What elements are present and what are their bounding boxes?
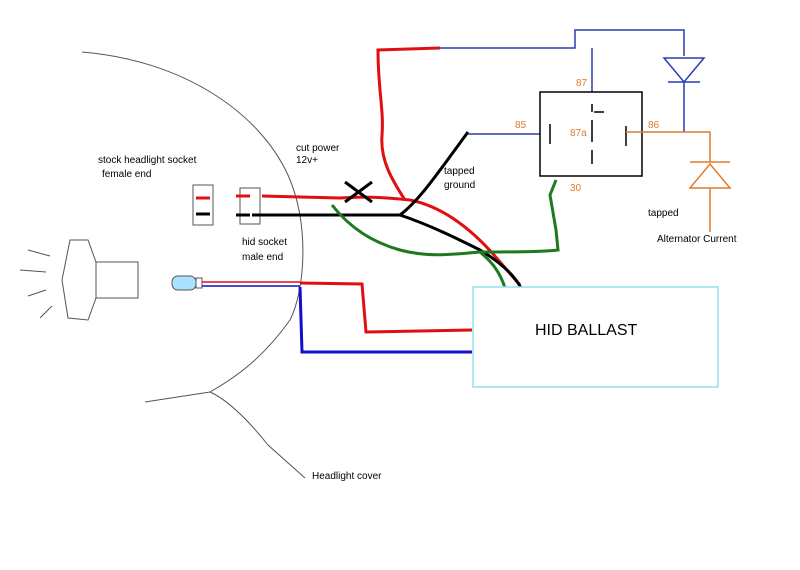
hid-socket-label: hid socket	[242, 237, 287, 248]
tapped-ground-label: tapped	[444, 166, 475, 177]
diode-icon	[662, 57, 706, 132]
hid-bulb	[171, 275, 300, 291]
relay	[539, 91, 643, 177]
headlight-cover-tail	[144, 391, 211, 403]
cut-mark	[344, 180, 373, 204]
headlight-cover-outline	[81, 51, 304, 393]
stock-socket-label: stock headlight socket	[98, 155, 197, 166]
red-wire-bulb-to-ballast	[299, 281, 473, 334]
tapped-ground-label-2: ground	[444, 180, 475, 191]
headlight-sketch	[19, 239, 139, 321]
hid-socket-end-label: male end	[242, 252, 283, 263]
headlight-cover-leader	[209, 391, 306, 479]
headlight-cover-label: Headlight cover	[312, 471, 382, 482]
stock-socket	[192, 184, 214, 226]
blue-wire-87-to-diode	[440, 29, 685, 56]
hid-ballast-label: HID BALLAST	[535, 322, 637, 339]
hid-socket	[236, 187, 261, 225]
red-wire-to-87	[376, 46, 441, 201]
tapped-label: tapped	[648, 208, 679, 219]
relay-pin-87: 87	[576, 78, 588, 89]
blue-wire-bulb-to-ballast	[298, 286, 472, 354]
cut-power-voltage-label: 12v+	[296, 155, 318, 166]
hid-ballast-box	[472, 286, 719, 388]
stock-socket-end-label: female end	[102, 169, 151, 180]
relay-pin-85: 85	[515, 120, 527, 131]
black-wire-to-ballast	[399, 213, 524, 291]
alternator-current-label: Alternator Current	[657, 234, 737, 245]
relay-pin-30: 30	[570, 183, 582, 194]
cut-power-label: cut power	[296, 143, 340, 154]
black-wire-tapped-ground	[399, 131, 470, 217]
red-wire-socket-to-relay	[261, 194, 522, 286]
green-wire-to-30	[330, 179, 560, 257]
orange-wire-86	[626, 131, 711, 162]
relay-pin-87a: 87a	[570, 128, 587, 139]
green-wire-branch	[479, 250, 507, 289]
relay-pin-86: 86	[648, 120, 660, 131]
alternator-diode-icon	[688, 161, 732, 232]
